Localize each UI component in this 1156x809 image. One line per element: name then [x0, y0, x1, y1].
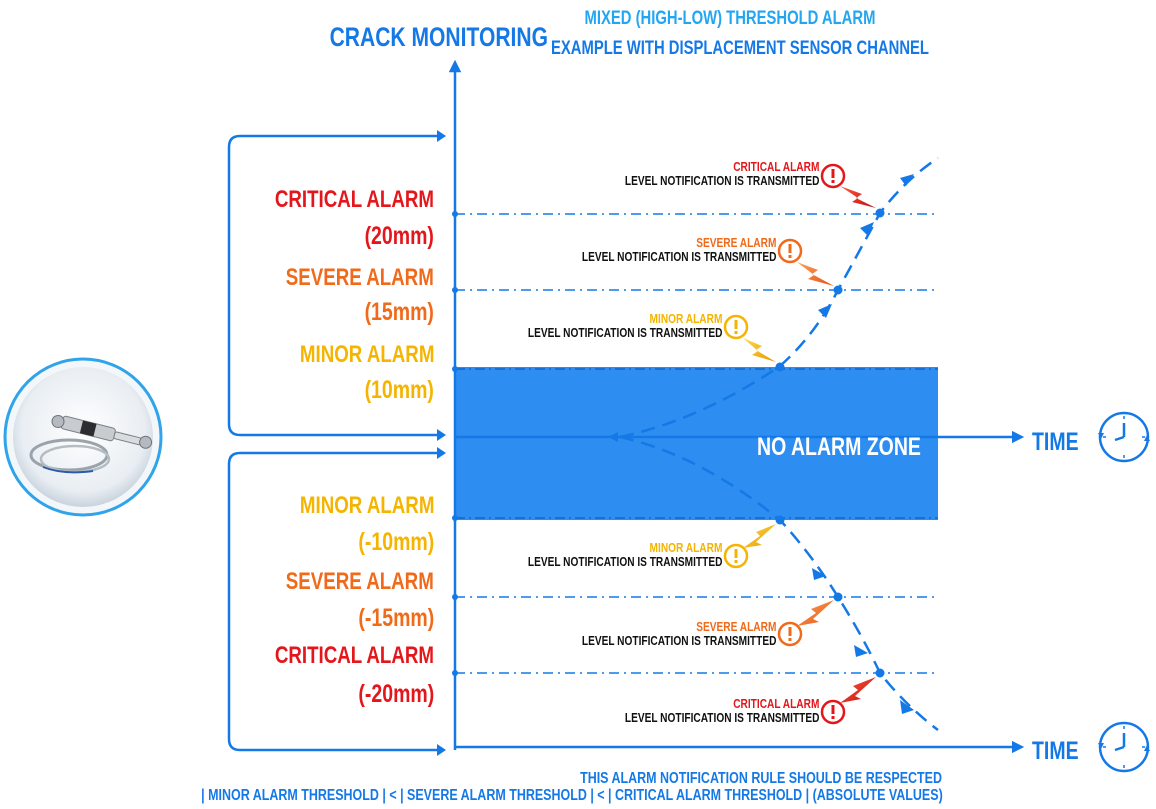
lower-bracket [227, 451, 437, 752]
notification-minor-top: Minor Alarm level notification is transm… [527, 312, 722, 340]
notification-title: Critical Alarm [732, 696, 819, 711]
curve-arrow [900, 174, 914, 186]
notification-title: Severe Alarm [695, 235, 776, 250]
threshold-value-severe-pos: (15mm) [364, 298, 434, 326]
footer-line-2: | Minor Alarm Threshold | < | Severe Ala… [201, 787, 943, 804]
notification-severe-top: Severe Alarm level notification is trans… [581, 236, 776, 264]
lightning-icon [743, 338, 776, 362]
notification-text: level notification is transmitted [527, 325, 722, 340]
no-alarm-zone-label: No Alarm Zone [757, 433, 921, 461]
displacement-sensor-image [3, 357, 163, 517]
threshold-value-critical-neg: (-20mm) [358, 680, 434, 708]
notification-text: level notification is transmitted [581, 249, 776, 264]
threshold-label-severe-pos: Severe Alarm [285, 264, 434, 291]
threshold-value-severe-neg: (-15mm) [358, 604, 434, 632]
notification-title: Severe Alarm [695, 619, 776, 634]
notification-severe-bottom: Severe Alarm level notification is trans… [581, 620, 776, 648]
notification-text: level notification is transmitted [581, 633, 776, 648]
time-label-top: Time [1032, 428, 1079, 456]
lightning-icon [840, 677, 876, 703]
header-line-1: Mixed (High-Low) Threshold alarm [584, 8, 876, 29]
header-line-2: example with displacement sensor channel [551, 38, 929, 59]
footer-line-1: This alarm notification Rule should be r… [580, 770, 942, 787]
warning-icon [777, 238, 803, 264]
threshold-label-minor-neg: Minor Alarm [299, 492, 434, 519]
threshold-label-severe-neg: Severe Alarm [285, 568, 434, 595]
notification-minor-bottom: Minor Alarm level notification is transm… [527, 541, 722, 569]
warning-icon [723, 543, 749, 569]
warning-icon [777, 621, 803, 647]
lightning-icon [797, 262, 834, 286]
threshold-value-critical-pos: (20mm) [364, 222, 434, 250]
notification-title: Minor Alarm [649, 540, 722, 555]
diagram-title: Crack Monitoring [329, 22, 548, 52]
time-label-bottom: Time [1032, 737, 1079, 765]
lightning-icon [797, 600, 834, 626]
displacement-curve-up [619, 156, 939, 439]
no-alarm-zone [455, 367, 938, 520]
notification-title: Minor Alarm [649, 311, 722, 326]
clock-icon [1098, 411, 1150, 463]
lightning-icon [743, 524, 776, 548]
notification-text: level notification is transmitted [624, 173, 819, 188]
threshold-label-minor-pos: Minor Alarm [299, 341, 434, 368]
warning-icon [820, 163, 846, 189]
threshold-label-critical-pos: Critical Alarm [274, 186, 434, 213]
notification-critical-top: Critical Alarm level notification is tra… [624, 160, 819, 188]
lightning-icon [840, 186, 876, 208]
upper-bracket [227, 134, 437, 437]
displacement-curve-down [619, 435, 939, 731]
notification-title: Critical Alarm [732, 159, 819, 174]
notification-text: level notification is transmitted [624, 710, 819, 725]
clock-icon [1098, 721, 1150, 773]
notification-text: level notification is transmitted [527, 554, 722, 569]
threshold-value-minor-pos: (10mm) [364, 376, 434, 404]
notification-critical-bottom: Critical Alarm level notification is tra… [624, 697, 819, 725]
threshold-label-critical-neg: Critical Alarm [274, 642, 434, 669]
warning-icon [723, 314, 749, 340]
warning-icon [820, 699, 846, 725]
threshold-value-minor-neg: (-10mm) [358, 528, 434, 556]
